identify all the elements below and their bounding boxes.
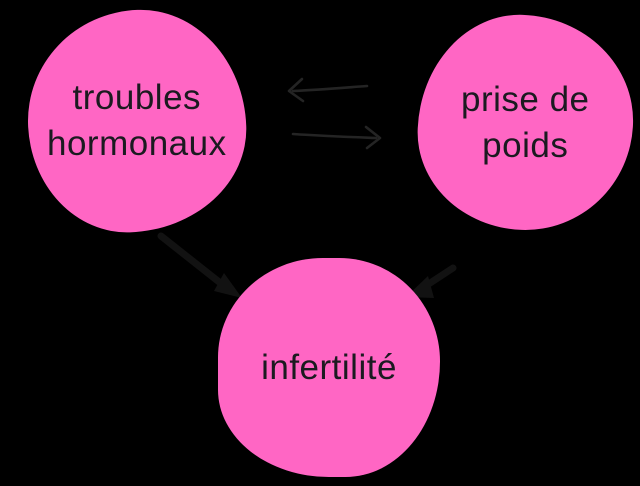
node-label-line: hormonaux [47, 124, 227, 164]
node-label: prise de poids [461, 77, 590, 169]
node-label-line: prise de [461, 79, 590, 119]
edge-prise-to-troubles-arrow [287, 77, 369, 103]
node-label-line: poids [482, 125, 569, 165]
edge-troubles-to-prise-arrow [291, 125, 382, 150]
node-label: troubles hormonaux [47, 75, 227, 167]
node-label-line: troubles [72, 78, 202, 118]
node-prise-de-poids: prise de poids [414, 11, 637, 234]
node-troubles-hormonaux: troubles hormonaux [24, 6, 250, 236]
node-label-line: infertilité [261, 347, 397, 387]
node-infertilite: infertilité [218, 258, 440, 477]
node-label: infertilité [261, 345, 397, 391]
edge-troubles-to-infertilite [157, 232, 242, 298]
